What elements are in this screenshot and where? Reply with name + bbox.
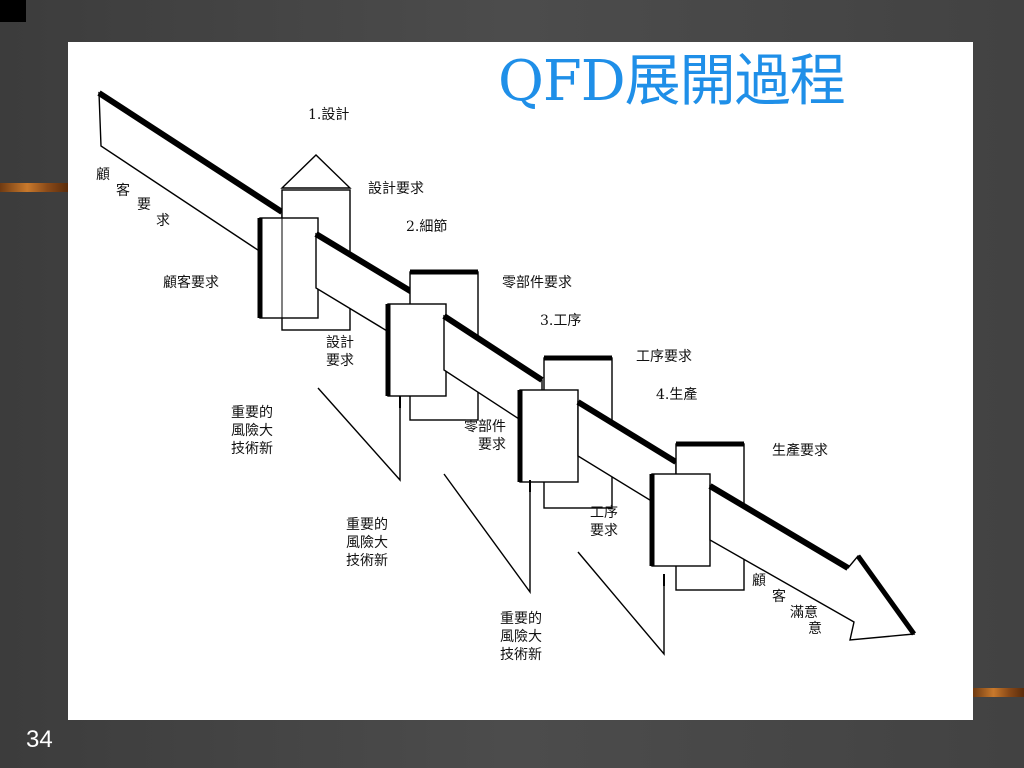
end-label-char-4: 意 [808,621,822,637]
customer-satisfaction-arrow [708,483,917,641]
page-number: 34 [26,726,53,753]
house-roof [280,154,352,189]
phase-4-output-label: 生產要求 [772,443,828,459]
corner-decoration [0,0,26,22]
phase-2-input-label: 設計 要求 [326,335,354,370]
phase-1-output-label: 設計要求 [368,181,424,197]
phase-1-label: 1.設計 [308,107,350,123]
start-label-char-3: 要 [137,197,151,213]
phase-3-output-label: 工序要求 [636,349,692,365]
phase-2-callout-line [443,473,531,595]
decorative-stripe-right [973,688,1024,697]
phase-2-critical-callout: 重要的 風險大 技術新 [346,517,388,570]
phase-1-callout-line [317,387,401,482]
start-label-char-4: 求 [156,213,170,229]
phase-4-label: 4.生產 [656,387,698,403]
start-label-char-1: 顧 [96,167,110,183]
customer-requirement-band [97,90,284,268]
phase-3-label: 3.工序 [540,313,582,329]
phase-1-critical-callout: 重要的 風險大 技術新 [231,405,273,458]
phase-2-output-label: 零部件要求 [502,275,572,291]
end-label-char-3: 滿意 [790,605,818,621]
end-label-char-1: 顧 [752,573,766,589]
phase-4-input-label: 工序 要求 [590,505,618,540]
phase-2-label: 2.細節 [406,219,448,235]
slide-title: QFD展開過程 [498,49,846,114]
phase-3-input-label: 零部件 要求 [464,419,506,454]
end-label-char-2: 客 [772,589,786,605]
decorative-stripe-left [0,183,68,192]
phase-3-callout-line [577,551,665,656]
phase-1-input-label: 顧客要求 [163,275,219,291]
start-label-char-2: 客 [116,183,130,199]
phase-3-critical-callout: 重要的 風險大 技術新 [500,611,542,664]
